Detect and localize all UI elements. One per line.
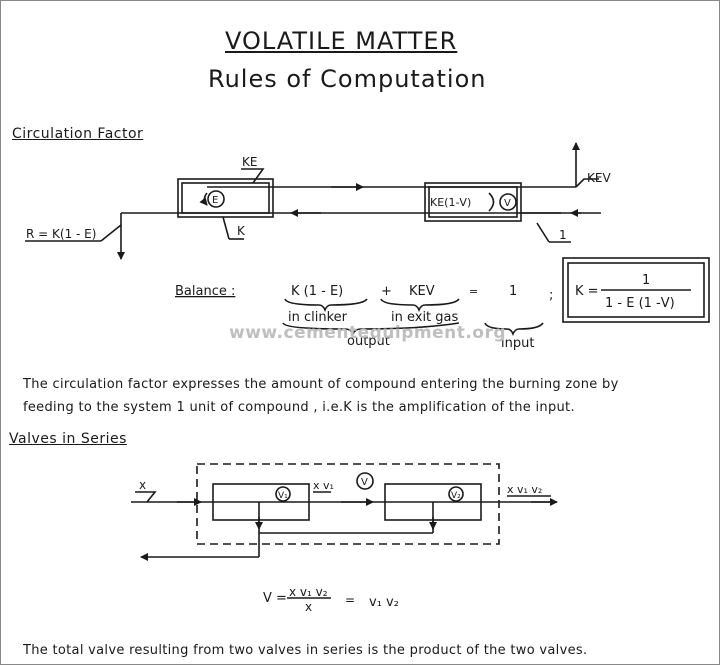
v-circle [499, 193, 517, 211]
circulation-diagram: KΕ KΕV R = K(1 - Ε) K 1 Ε KΕ(1-V) V Bala… [25, 142, 710, 351]
balance-sub1: in clinker [288, 310, 348, 325]
label-one: 1 [559, 228, 567, 242]
page-title: VOLATILE MATTER [225, 27, 458, 55]
valves-diagram: x V V₁ V₂ x v₁ x v₁ v₂ [131, 463, 558, 599]
paragraph-valves: The total valve resulting from two valve… [23, 643, 588, 658]
label-x: x [139, 478, 146, 492]
balance-one: 1 [509, 284, 517, 299]
balance-input: input [501, 336, 534, 351]
formula-den: x [305, 600, 313, 614]
v-system-circle [356, 472, 374, 490]
section-title-valves-in-series: Valves in Series [9, 431, 127, 447]
label-v2: V₂ [451, 491, 461, 501]
balance-term2: KΕV [409, 284, 435, 299]
balance-semicolon: ; [549, 288, 553, 303]
kiln-box [177, 178, 274, 218]
result-k: K = [575, 284, 599, 299]
valve-system-dashed-box [196, 463, 500, 545]
label-ke1v: KΕ(1-V) [430, 196, 471, 209]
label-xv1v2: x v₁ v₂ [507, 483, 542, 496]
formula-num: x v₁ v₂ [289, 585, 328, 599]
formula-v: V = [263, 591, 287, 606]
balance-sub2: in exit gas [391, 310, 459, 325]
label-ke-top: KΕ [242, 155, 257, 169]
result-den: 1 - Ε (1 -V) [605, 296, 675, 311]
section-title-circulation-factor: Circulation Factor [12, 126, 144, 142]
result-num: 1 [642, 273, 650, 288]
label-v-circle: V [504, 198, 511, 209]
epsilon-circle [207, 190, 225, 208]
formula-eq: = [345, 593, 356, 607]
paragraph-circulation-line1: The circulation factor expresses the amo… [23, 377, 619, 392]
balance-output: output [347, 334, 390, 349]
paragraph-circulation-line2: feeding to the system 1 unit of compound… [23, 400, 575, 415]
balance-plus: + [381, 284, 392, 299]
balance-term1: K (1 - Ε) [291, 284, 343, 299]
page-subtitle: Rules of Computation [208, 65, 487, 93]
preheater-box [424, 182, 522, 222]
watermark: www.cementequipment.org [229, 323, 507, 343]
label-r: R = K(1 - Ε) [26, 227, 96, 241]
balance-equals: = [469, 285, 478, 298]
v1-circle [275, 486, 291, 502]
label-kev: KΕV [587, 171, 611, 185]
v2-circle [448, 486, 464, 502]
label-xv1: x v₁ [313, 479, 334, 492]
result-frame [562, 257, 710, 323]
label-v-big: V [361, 477, 368, 488]
balance-label: Balance : [175, 284, 235, 299]
label-epsilon: Ε [212, 195, 218, 206]
label-v1: V₁ [278, 491, 288, 501]
label-k: K [237, 224, 246, 238]
formula-result: v₁ v₂ [369, 595, 399, 610]
